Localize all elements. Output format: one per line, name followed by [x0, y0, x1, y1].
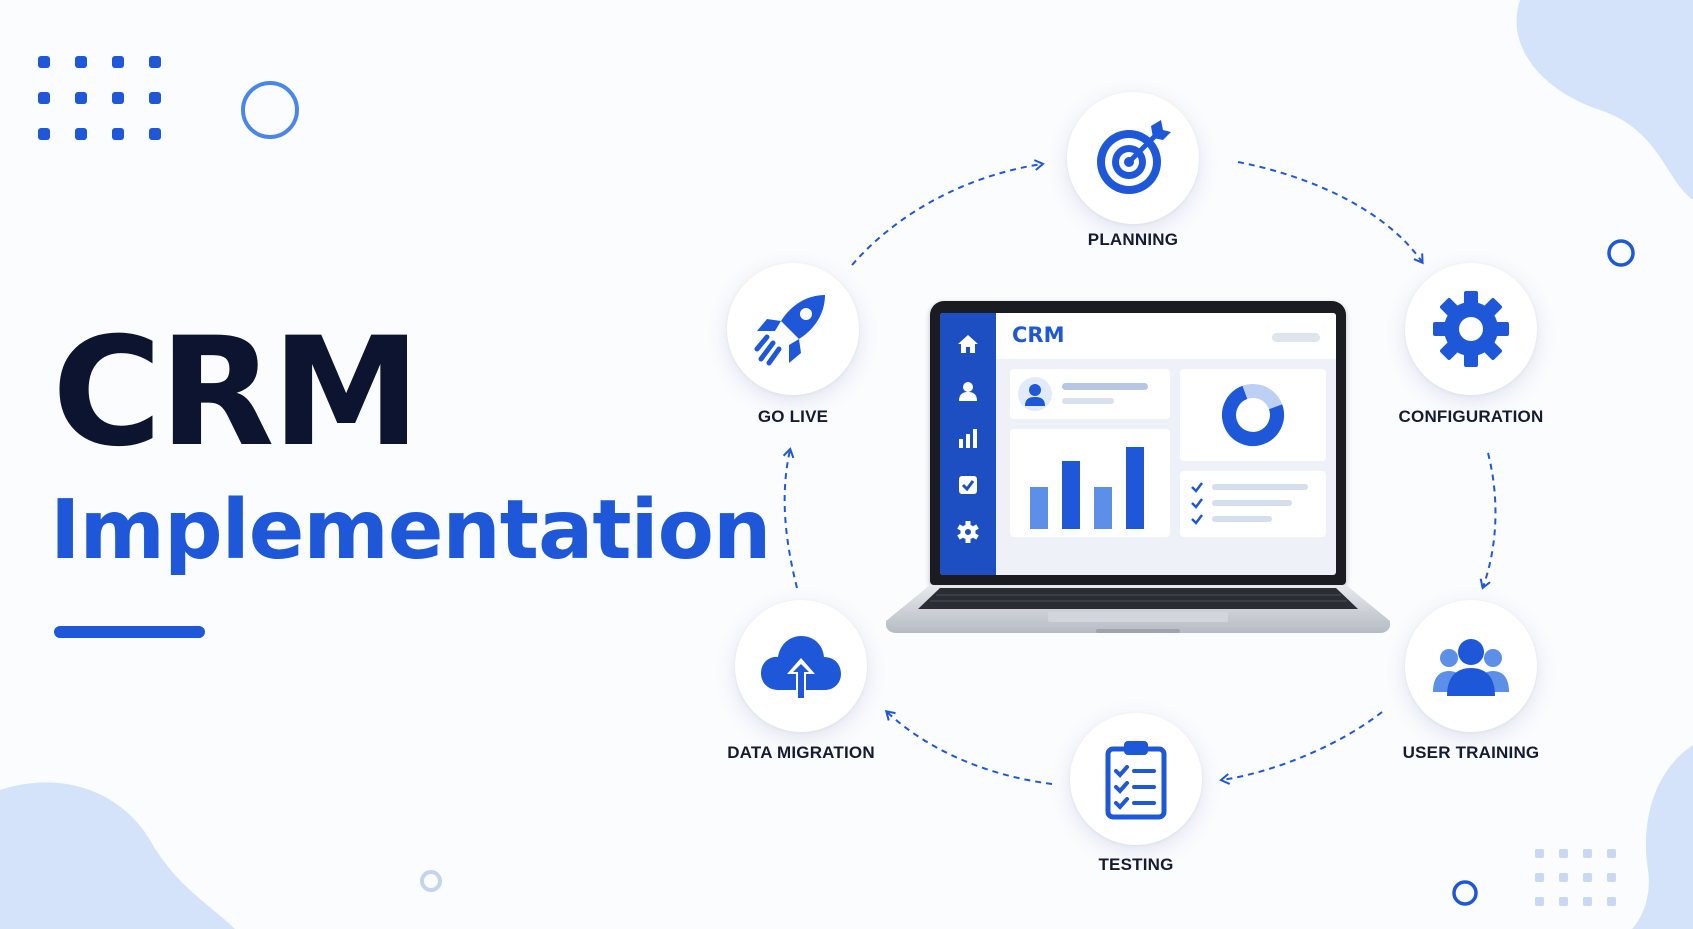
testing-step: [1070, 713, 1202, 845]
data-migration-label: DATA MIGRATION: [727, 743, 875, 762]
donut-card: [1180, 369, 1326, 461]
bar-chart-icon: [955, 425, 981, 451]
planning-step: [1067, 92, 1199, 224]
data-migration-step: [735, 600, 867, 732]
bar-chart-card: [1010, 429, 1170, 537]
checklist-card: [1180, 471, 1326, 537]
ring-decoration: [1607, 239, 1635, 267]
arrow-go-live-to-planning: [851, 159, 1045, 266]
arrow-data-migration-to-go-live: [782, 447, 798, 589]
checkbox-icon: [955, 472, 981, 498]
title-implementation: Implementation: [50, 483, 771, 578]
arrow-configuration-to-user-training: [1479, 452, 1497, 590]
rocket-icon: [754, 295, 825, 366]
clipboard-checklist-icon: [1105, 741, 1167, 820]
bottom-right-blob: [1632, 745, 1693, 929]
arrow-user-training-to-testing: [1219, 711, 1383, 785]
title-underline: [54, 626, 205, 638]
title-crm: CRM: [52, 306, 421, 480]
mini-bar-chart: [1030, 447, 1144, 529]
testing-label: TESTING: [1098, 855, 1174, 874]
configuration-label: CONFIGURATION: [1398, 407, 1544, 426]
planning-label: PLANNING: [1087, 230, 1179, 249]
arrow-planning-to-configuration: [1237, 161, 1424, 265]
dashboard-title: CRM: [1012, 323, 1065, 347]
laptop-base: [886, 585, 1390, 633]
home-icon: [955, 331, 981, 357]
configuration-step: [1405, 263, 1537, 395]
go-live-step: [727, 263, 859, 395]
go-live-label: GO LIVE: [757, 407, 829, 426]
mini-checklist: [1191, 482, 1308, 525]
profile-avatar-icon: [1018, 377, 1052, 411]
laptop: CRM: [930, 301, 1346, 585]
arrow-testing-to-data-migration: [884, 710, 1053, 785]
profile-line: [1062, 398, 1114, 404]
gear-icon: [1433, 291, 1509, 367]
settings-icon: [955, 519, 981, 545]
dot-grid-bottom-right: [1535, 849, 1616, 906]
donut-chart: [1222, 384, 1284, 446]
profile-card: [1010, 369, 1170, 419]
user-icon: [955, 378, 981, 404]
cloud-upload-icon: [761, 636, 841, 700]
user-training-step: [1405, 600, 1537, 732]
top-right-blob: [1516, 0, 1693, 200]
users-icon: [1433, 639, 1509, 696]
profile-line: [1062, 383, 1148, 390]
dashboard-header: CRM: [996, 313, 1336, 359]
ring-decoration: [420, 870, 442, 892]
ring-decoration: [1452, 880, 1478, 906]
ring-decoration: [241, 81, 299, 139]
dashboard-sidebar: [940, 313, 996, 575]
bottom-left-blob: [0, 782, 235, 929]
header-placeholder-bar: [1272, 333, 1320, 342]
user-training-label: USER TRAINING: [1402, 743, 1540, 762]
dot-grid-top-left: [38, 56, 161, 140]
target-icon: [1097, 120, 1171, 194]
crm-dashboard-screen: CRM: [940, 313, 1336, 575]
